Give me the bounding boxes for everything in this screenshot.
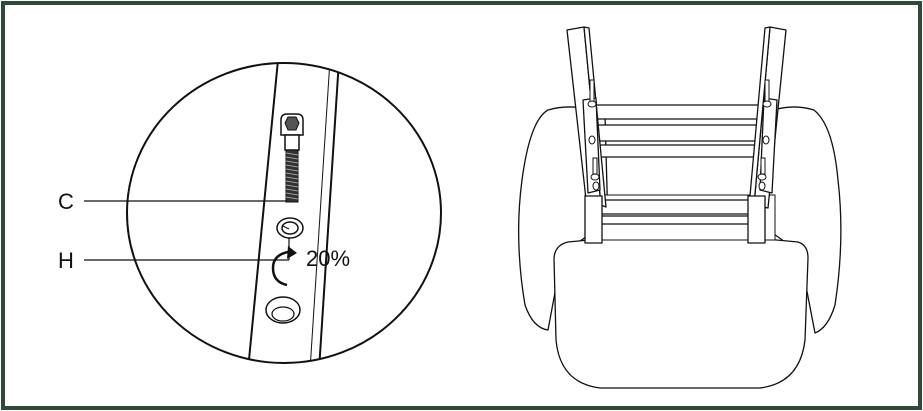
- chair-cross-rails: [589, 104, 771, 225]
- bolt-icon: [280, 113, 304, 203]
- callout-c-label: C: [58, 189, 74, 214]
- screw-hole-icon: [265, 296, 301, 324]
- chair-illustration: [517, 26, 842, 389]
- rail-edge-line: [309, 63, 331, 363]
- detail-magnifier: [126, 62, 442, 364]
- detail-circle: [126, 62, 442, 364]
- callout-h-label: H: [58, 248, 74, 273]
- chair-seat-cushion: [553, 235, 809, 389]
- torque-label: 20%: [306, 246, 350, 271]
- washer-icon: [276, 217, 304, 239]
- chair-bolts-left: [587, 79, 600, 191]
- rail-line-right: [318, 63, 340, 363]
- chair-bolts-right: [757, 79, 772, 191]
- rail-line-left: [247, 63, 279, 363]
